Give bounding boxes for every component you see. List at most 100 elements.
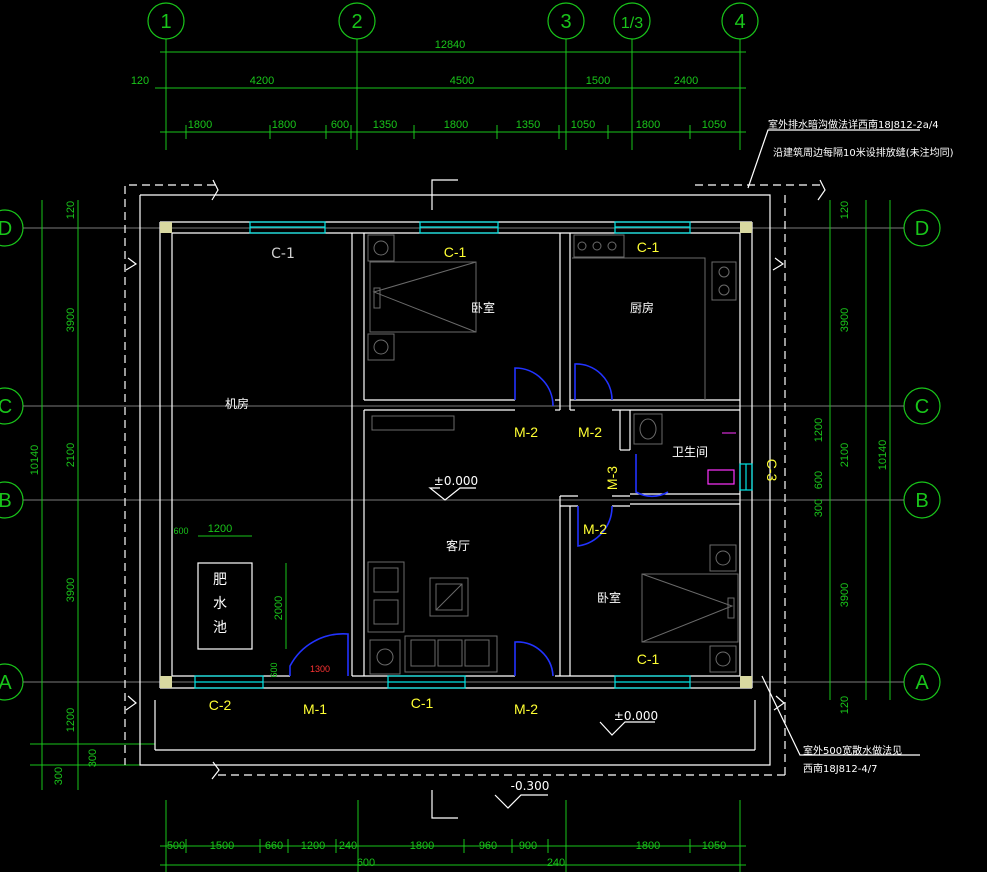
left-dimensions: 10140 120 3900 2100 3900 1200 300 300	[29, 200, 155, 790]
axis-a-right: A	[915, 672, 929, 694]
room-fert-3: 池	[213, 620, 227, 636]
tag-c3: C-3	[764, 459, 780, 482]
axis-bubbles-right: D C B A	[903, 209, 941, 701]
right-dimensions: 120 3900 1200 2100 600 300 3900 120 1014…	[813, 200, 891, 714]
dim-right-3900-b: 3900	[839, 583, 851, 607]
dim-fert-height: 2000	[273, 596, 285, 620]
dim-right-3900-a: 3900	[839, 308, 851, 332]
opening-tags: C-1 C-1 C-1 C-1 C-1 C-2 C-3 M-1 M-2 M-2 …	[209, 239, 780, 717]
dim-left-300-b: 300	[53, 767, 65, 785]
dim-bot-240: 240	[339, 840, 357, 852]
tag-c1-kitchen: C-1	[637, 239, 660, 255]
room-machine: 机房	[225, 396, 249, 411]
note-top-2: 沿建筑周边每隔10米设排放缝(未注均同)	[773, 146, 954, 159]
level-inside: ±0.000	[434, 474, 478, 488]
dim-fert-width: 1200	[208, 523, 232, 535]
room-bedroom-top: 卧室	[471, 300, 495, 315]
dim-fert-600-a: 600	[173, 526, 188, 536]
dim-right-1200: 1200	[813, 418, 825, 442]
dim-left-3900-a: 3900	[65, 308, 77, 332]
axis-c-left: C	[0, 396, 12, 418]
axis-3-label: 3	[560, 11, 571, 33]
axis-1-3-label: 1/3	[621, 15, 643, 32]
tag-m3: M-3	[604, 466, 620, 490]
room-kitchen: 厨房	[630, 300, 654, 315]
note-top-1: 室外排水暗沟做法详西南18J812-2a/4	[768, 118, 939, 131]
top-dimensions: 12840 120 4200 4500 1500 2400 1800 1800 …	[131, 39, 746, 139]
tag-c1-left: C-1	[271, 246, 295, 262]
dim-bot-240-b: 240	[547, 857, 565, 869]
axis-a-left: A	[0, 672, 12, 694]
windows	[194, 221, 753, 689]
dim-bot-660: 660	[265, 840, 283, 852]
bottom-dimensions: 500 1500 660 1200 240 1800 960 900 1800 …	[160, 800, 746, 872]
room-bathroom: 卫生间	[672, 445, 708, 459]
axis-b-right: B	[915, 490, 928, 512]
tag-m2-d: M-2	[514, 701, 538, 717]
dim-1350-b: 1350	[516, 119, 540, 131]
note-bottom-1: 室外500宽散水做法见	[803, 744, 902, 757]
dim-left-120: 120	[65, 201, 77, 219]
dim-1800-b: 1800	[272, 119, 296, 131]
dim-right-300: 300	[813, 499, 825, 517]
dim-bot-1050: 1050	[702, 840, 726, 852]
dim-right-120-b: 120	[839, 696, 851, 714]
dim-left-1200: 1200	[65, 708, 77, 732]
dim-bot-1800-a: 1800	[410, 840, 434, 852]
dim-left-2100: 2100	[65, 443, 77, 467]
exterior-outline	[124, 179, 826, 819]
dim-fert-600-b: 600	[269, 662, 279, 677]
doors	[289, 363, 669, 677]
dim-bot-960: 960	[479, 840, 497, 852]
tag-c2: C-2	[209, 697, 232, 713]
tag-m2-b: M-2	[578, 424, 602, 440]
tag-c1-bedroom2: C-1	[637, 651, 660, 667]
dim-4500: 4500	[450, 75, 474, 87]
axis-lines	[23, 227, 904, 683]
dim-1800-c: 1800	[444, 119, 468, 131]
dim-overall: 12840	[435, 39, 466, 51]
dim-door-1300: 1300	[310, 664, 330, 674]
axis-2-label: 2	[351, 11, 362, 33]
axis-1-label: 1	[160, 11, 171, 33]
dim-600: 600	[331, 119, 349, 131]
dim-bot-1800-b: 1800	[636, 840, 660, 852]
room-living: 客厅	[446, 538, 470, 553]
axis-bubbles-left: D C B A	[0, 209, 24, 701]
dim-1800-d: 1800	[636, 119, 660, 131]
dim-1050-a: 1050	[571, 119, 595, 131]
dim-right-2100: 2100	[839, 443, 851, 467]
tag-c1-bedroom: C-1	[444, 244, 467, 260]
dim-bot-1200: 1200	[301, 840, 325, 852]
dim-120: 120	[131, 75, 149, 87]
room-labels: 机房 卧室 厨房 卫生间 客厅 卧室 肥 水 池	[213, 300, 708, 636]
dim-2400: 2400	[674, 75, 698, 87]
note-bottom-2: 西南18J812-4/7	[803, 762, 877, 775]
dim-1350-a: 1350	[373, 119, 397, 131]
room-fert-2: 水	[213, 596, 227, 612]
dim-bot-1500: 1500	[210, 840, 234, 852]
dim-left-3900-b: 3900	[65, 578, 77, 602]
dim-4200: 4200	[250, 75, 274, 87]
axis-d-right: D	[915, 218, 929, 240]
dim-right-120-a: 120	[839, 201, 851, 219]
level-ground: -0.300	[511, 779, 550, 793]
level-outside: ±0.000	[614, 709, 658, 723]
furniture	[197, 234, 739, 675]
room-fert-1: 肥	[213, 572, 227, 588]
annotation-notes: 室外排水暗沟做法详西南18J812-2a/4 沿建筑周边每隔10米设排放缝(未注…	[747, 118, 954, 775]
dim-1800-a: 1800	[188, 119, 212, 131]
dim-1500: 1500	[586, 75, 610, 87]
axis-4-label: 4	[734, 11, 745, 33]
dim-bot-600: 600	[357, 857, 375, 869]
walls	[159, 221, 753, 689]
dim-right-600: 600	[813, 471, 825, 489]
tag-m2-c: M-2	[583, 521, 607, 537]
tag-m2-a: M-2	[514, 424, 538, 440]
dim-1050-b: 1050	[702, 119, 726, 131]
dim-bot-900: 900	[519, 840, 537, 852]
axis-d-left: D	[0, 218, 12, 240]
dim-bot-500: 500	[167, 840, 185, 852]
level-marks: ±0.000 ±0.000 -0.300	[428, 474, 658, 809]
